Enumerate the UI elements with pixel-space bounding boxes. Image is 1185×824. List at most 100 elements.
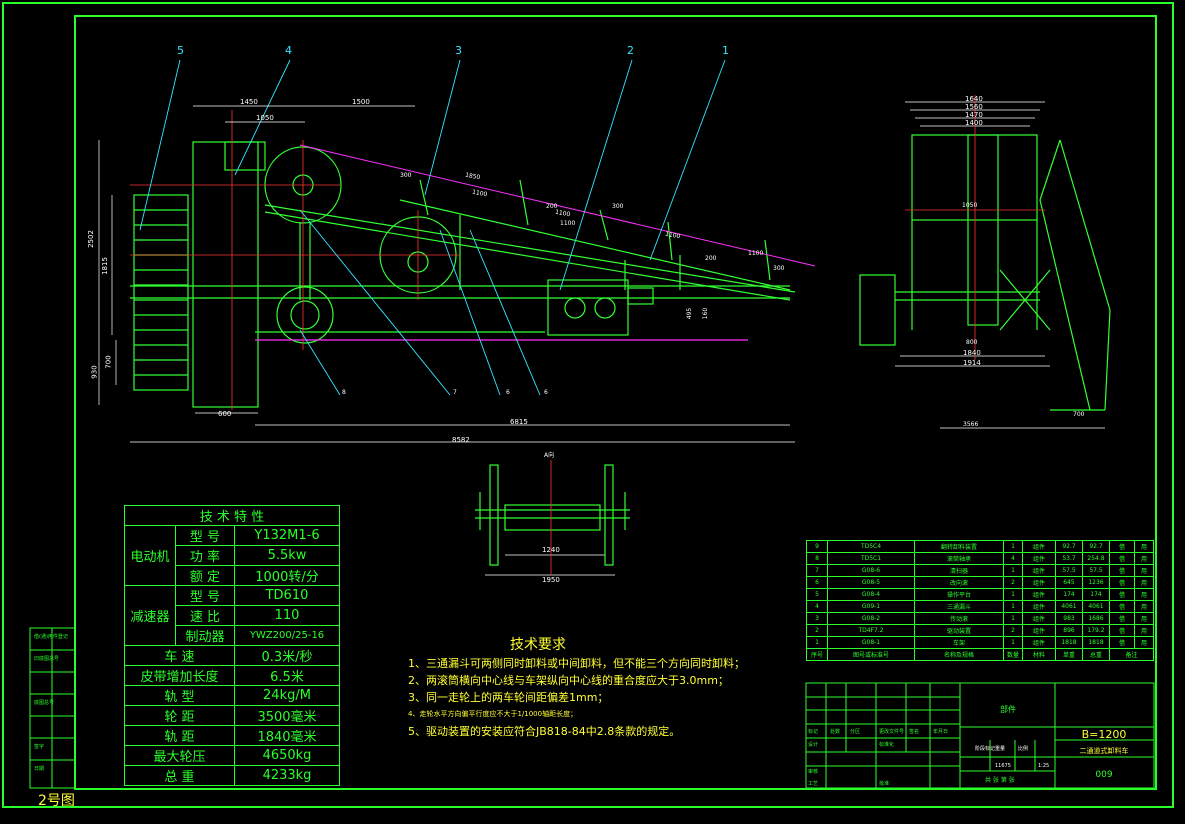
dim-8582: 8582: [452, 436, 470, 444]
dim-1450: 1450: [240, 98, 258, 106]
dim-1400: 1400: [965, 119, 983, 127]
center-lines: [130, 110, 460, 410]
part-cell: 借: [1109, 540, 1135, 553]
part-cell: 改向滚: [914, 576, 1004, 589]
svg-text:设计: 设计: [808, 741, 818, 748]
part-cell: 92.7: [1055, 540, 1083, 553]
sheet-frame: [2, 2, 1174, 808]
part-cell: 645: [1055, 576, 1083, 589]
note-item: 4、走轮水平方向偏平行度应不大于1/1000轴距长度；: [408, 710, 578, 718]
spec-label: 制动器: [175, 625, 235, 646]
part-cell: 4: [806, 600, 828, 613]
part-header: 备注: [1109, 648, 1154, 661]
part-cell: 254.8: [1082, 552, 1110, 565]
part-cell: 组件: [1022, 624, 1056, 637]
part-cell: 翻转卸料装置: [914, 540, 1004, 553]
svg-text:旧底图总号: 旧底图总号: [34, 655, 59, 662]
svg-text:审核: 审核: [808, 768, 818, 775]
spec-label: 最大轮压: [124, 745, 235, 766]
machine-name: 二通道式卸料车: [1080, 746, 1129, 755]
part-cell: 179.2: [1082, 624, 1110, 637]
part-header: 单重: [1055, 648, 1083, 661]
part-cell: 借: [1109, 612, 1135, 625]
part-cell: G08-4: [827, 588, 915, 601]
part-cell: G08-6: [827, 564, 915, 577]
svg-text:批准: 批准: [879, 780, 889, 787]
dim-1050: 1050: [256, 114, 274, 122]
dim-1914: 1914: [963, 359, 981, 367]
note-item: 2、两滚筒横向中心线与车架纵向中心线的重合度应大于3.0mm；: [408, 674, 729, 687]
part-header: 总重: [1082, 648, 1110, 661]
title-block-grid: [805, 682, 1155, 789]
spec-label: 轨 型: [124, 685, 235, 706]
part-cell: 5: [806, 588, 828, 601]
svg-text:日期: 日期: [34, 766, 44, 772]
spec-label: 轮 距: [124, 705, 235, 726]
dim-800: 800: [966, 339, 978, 346]
part-cell: 1236: [1082, 576, 1110, 589]
part-cell: G08-5: [827, 576, 915, 589]
part-cell: 用: [1134, 540, 1154, 553]
spec-label: 轨 距: [124, 725, 235, 746]
part-cell: 2: [806, 624, 828, 637]
part-cell: 7: [806, 564, 828, 577]
weight-label: 重量: [995, 745, 1005, 752]
part-cell: 组件: [1022, 600, 1056, 613]
part-cell: 9: [806, 540, 828, 553]
dim-1100e: 1100: [560, 220, 576, 227]
part-cell: 57.5: [1055, 564, 1083, 577]
dim-1470: 1470: [965, 111, 983, 119]
part-cell: 8: [806, 552, 828, 565]
part-cell: 组件: [1022, 552, 1056, 565]
spec-value: 6.5米: [234, 665, 340, 686]
part-cell: 1: [1003, 588, 1023, 601]
part-cell: TD4F7.2: [827, 624, 915, 637]
callout-7: 7: [453, 389, 457, 396]
part-cell: 组件: [1022, 612, 1056, 625]
dim-930: 930: [90, 365, 99, 379]
dim-3566: 3566: [963, 421, 979, 428]
part-cell: 操作平台: [914, 588, 1004, 601]
svg-text:标记: 标记: [808, 728, 818, 735]
part-cell: 用: [1134, 564, 1154, 577]
part-cell: 滚筒轴承: [914, 552, 1004, 565]
dim-200b: 200: [546, 203, 558, 210]
part-cell: 传动滚: [914, 612, 1004, 625]
spec-group-reducer: 减速器: [124, 585, 176, 646]
part-cell: 组件: [1022, 540, 1056, 553]
part-cell: 清扫器: [914, 564, 1004, 577]
part-cell: 174: [1082, 588, 1110, 601]
part-cell: 三通漏斗: [914, 600, 1004, 613]
part-cell: 174: [1055, 588, 1083, 601]
dim-300b: 300: [773, 265, 785, 272]
part-cell: 983: [1055, 612, 1083, 625]
note-item: 5、驱动装置的安装应符合JB818-84中2.8条款的规定。: [408, 725, 681, 738]
svg-text:分区: 分区: [850, 728, 860, 735]
part-cell: 92.7: [1082, 540, 1110, 553]
note-item: 1、三通漏斗可两侧同时卸料或中间卸料，但不能三个方向同时卸料；: [408, 657, 745, 670]
part-cell: 1: [1003, 612, 1023, 625]
part-cell: 用: [1134, 588, 1154, 601]
spec-value: 1840毫米: [234, 725, 340, 746]
part-cell: 用: [1134, 552, 1154, 565]
part-header: 材料: [1022, 648, 1056, 661]
dim-300c: 300: [612, 203, 624, 210]
spec-title: 技 术 特 性: [124, 505, 340, 526]
spec-value: 0.3米/秒: [234, 645, 340, 666]
dim-600: 600: [218, 410, 232, 418]
svg-text:签字: 签字: [34, 743, 44, 750]
part-cell: 借: [1109, 576, 1135, 589]
callout-6b: 6: [544, 389, 548, 396]
part-header: 序号: [806, 648, 828, 661]
part-cell: 4061: [1055, 600, 1083, 613]
spec-label: 功 率: [175, 545, 235, 566]
spec-value: Y132M1-6: [234, 525, 340, 546]
svg-text:底图总号: 底图总号: [34, 699, 54, 706]
section-a-view: [475, 464, 630, 566]
dim-160: 160: [702, 307, 710, 320]
part-cell: 用: [1134, 612, 1154, 625]
spec-label: 型 号: [175, 585, 235, 606]
note-item: 3、同一走轮上的两车轮间距偏差1mm；: [408, 691, 609, 704]
part-cell: 车架: [914, 636, 1004, 649]
